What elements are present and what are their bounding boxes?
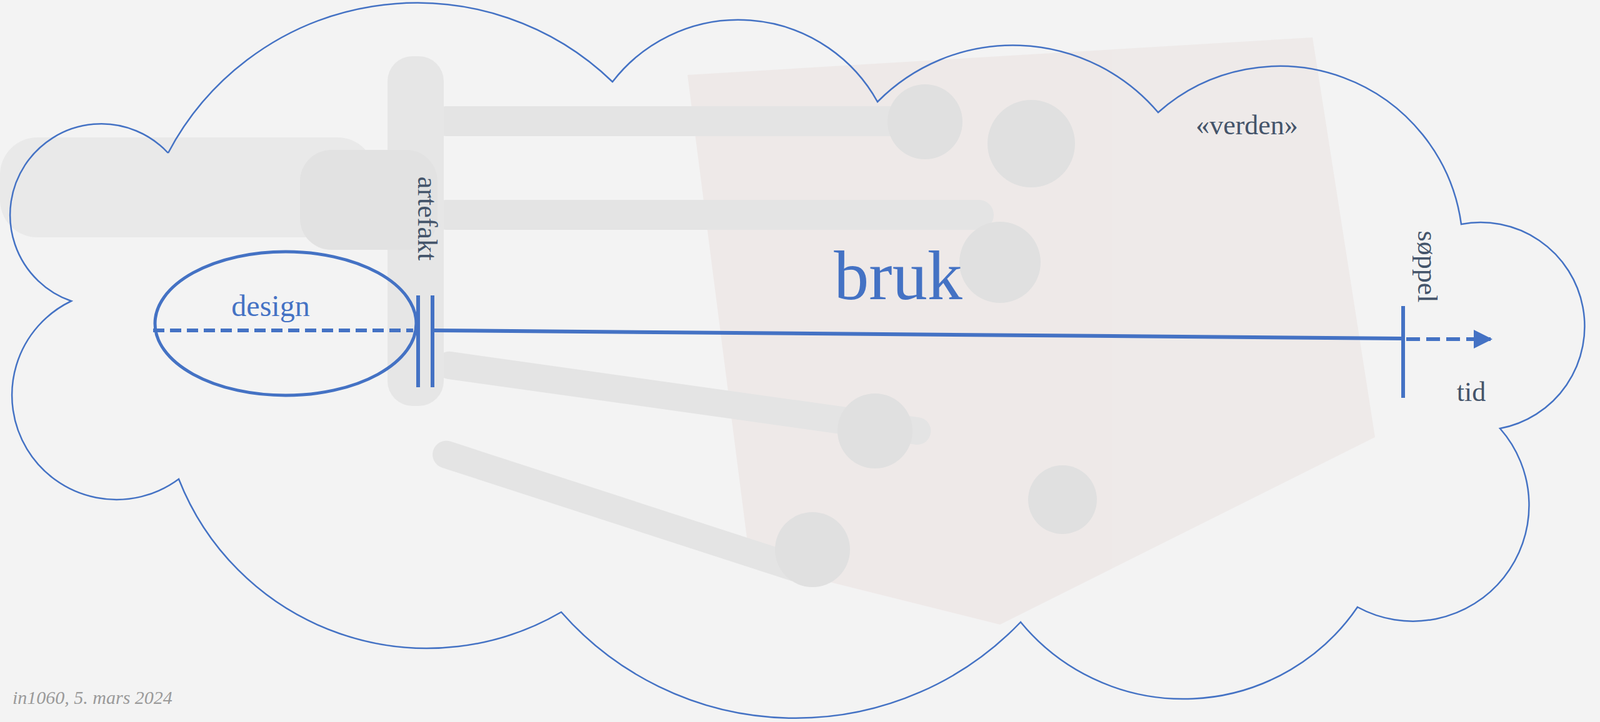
- photo-rod: [431, 200, 994, 230]
- cloud-outline: [10, 3, 1585, 719]
- design-ellipse-outline: [153, 250, 419, 398]
- node-title: design: [231, 291, 310, 322]
- photo-rod: [428, 437, 818, 588]
- robot-hand-photo: [0, 37, 1375, 625]
- waste-bar: [1401, 306, 1405, 399]
- use-label: bruk: [833, 240, 962, 311]
- use-line: [432, 330, 1404, 339]
- node-title: «verden»: [1195, 111, 1299, 140]
- photo-joint: [887, 84, 963, 160]
- footer-note: in1060, 5. mars 2024: [12, 688, 173, 708]
- artifact-bar: [416, 295, 420, 388]
- waste-label: søppel: [1413, 231, 1441, 304]
- design-ellipse: design: [153, 250, 419, 398]
- time-label: tid: [1456, 378, 1486, 407]
- photo-joint: [775, 512, 850, 588]
- ellipse-outline: [155, 251, 417, 396]
- artifact-label: artefakt: [413, 176, 441, 261]
- photo-joint: [987, 100, 1075, 188]
- time-arrow: [1406, 337, 1491, 342]
- photo-rod: [431, 106, 944, 137]
- artifact-bar: [430, 295, 435, 388]
- photo-joint: [959, 221, 1041, 304]
- photo-joint: [837, 393, 913, 469]
- design-dashes: [153, 328, 414, 333]
- photo-joint: [1028, 465, 1097, 535]
